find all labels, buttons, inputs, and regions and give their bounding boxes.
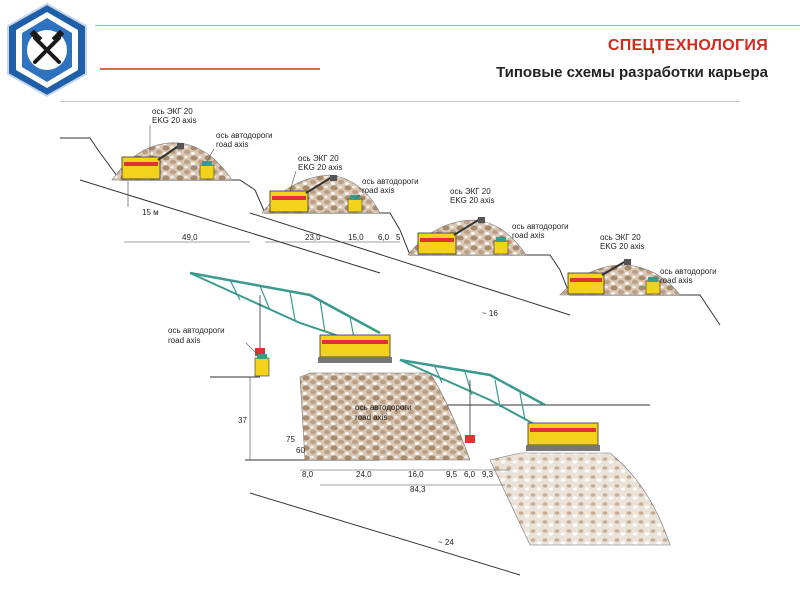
dim-75: 75 (286, 435, 295, 444)
header-rule-accent (100, 68, 320, 70)
dump-truck-icon (347, 195, 363, 213)
road-axis-label-ru: ось автодороги (362, 177, 419, 186)
ekg-axis-label-ru: ось ЭКГ 20 (450, 187, 491, 196)
ekg-axis-label-ru: ось ЭКГ 20 (298, 154, 339, 163)
dim-16: ~ 16 (482, 309, 498, 318)
road-axis-label-en: road axis (216, 140, 248, 149)
quarry-diagram: ось ЭКГ 20 EKG 20 axis ось автодороги ro… (60, 107, 721, 576)
dim-6: 6,0 (378, 233, 390, 242)
dim-6b: 6,0 (464, 470, 476, 479)
dim-49: 49,0 (182, 233, 198, 242)
dim-843: 84,3 (410, 485, 426, 494)
road-axis-label-ru: ось автодороги (168, 326, 225, 335)
dim-95: 9,5 (446, 470, 458, 479)
dim-24: 24,0 (356, 470, 372, 479)
logo-emblem-icon (7, 2, 87, 98)
road-axis-label-ru: ось автодороги (660, 267, 717, 276)
road-axis-label-en: road axis (512, 231, 544, 240)
road-axis-label-en: road axis (168, 336, 200, 345)
dim-8: 8,0 (302, 470, 314, 479)
header-rule-top (95, 25, 800, 26)
ekg-axis-label-ru: ось ЭКГ 20 (600, 233, 641, 242)
dump-truck-icon (493, 237, 509, 255)
ekg-axis-label-en: EKG 20 axis (450, 196, 494, 205)
road-axis-label-ru: ось автодороги (512, 222, 569, 231)
dim-16b: 16,0 (408, 470, 424, 479)
header-rule-bottom (60, 101, 740, 102)
excavator-icon (417, 217, 485, 255)
ekg-axis-label-ru: ось ЭКГ 20 (152, 107, 193, 116)
ekg-axis-label-en: EKG 20 axis (600, 242, 644, 251)
road-axis-label-ru: ось автодороги (216, 131, 273, 140)
page-title: СПЕЦТЕХНОЛОГИЯ (607, 37, 768, 54)
excavator-icon (269, 175, 337, 213)
dim-15: 15,0 (348, 233, 364, 242)
spoil-pile-right (489, 452, 671, 546)
road-axis-label-en: road axis (362, 186, 394, 195)
dragline-icon (399, 358, 600, 451)
dim-5: 5 (396, 233, 401, 242)
dump-truck-icon (645, 277, 661, 295)
road-axis-label-ru: ось автодороги (355, 403, 412, 412)
excavator-icon (121, 143, 184, 180)
dim-60: 60 (296, 446, 305, 455)
page-subtitle: Типовые схемы разработки карьера (496, 64, 768, 81)
dump-truck-icon (254, 354, 270, 377)
dump-truck-icon (199, 161, 215, 180)
road-axis-label-en: road axis (355, 413, 387, 422)
dragline-icon (189, 271, 392, 363)
dim-37: 37 (238, 416, 247, 425)
dim-24b: ~ 24 (438, 538, 454, 547)
road-axis-label-en: road axis (660, 276, 692, 285)
dim-15m: 15 м (142, 208, 159, 217)
ekg-axis-label-en: EKG 20 axis (298, 163, 342, 172)
excavator-icon (567, 259, 631, 295)
ekg-axis-label-en: EKG 20 axis (152, 116, 196, 125)
dim-93: 9,3 (482, 470, 494, 479)
dim-23: 23,0 (305, 233, 321, 242)
